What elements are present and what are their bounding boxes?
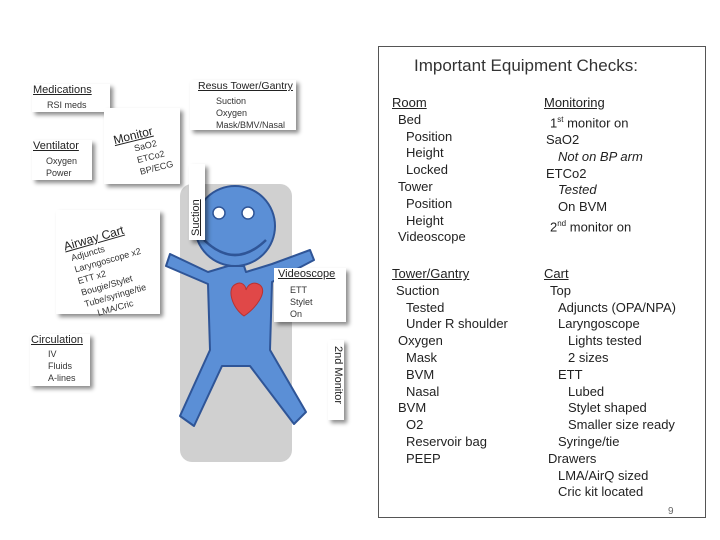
second-monitor-label: 2nd Monitor — [332, 346, 344, 405]
resus-item-suction: Suction — [216, 96, 247, 106]
cart-line: Smaller size ready — [568, 417, 675, 433]
medications-item: RSI meds — [47, 100, 87, 110]
tower-column: Tower/Gantry Suction Tested Under R shou… — [392, 266, 542, 468]
ventilator-item-oxygen: Oxygen — [46, 156, 78, 166]
cart-line: Drawers — [548, 450, 597, 466]
tower-line: Suction — [396, 282, 440, 298]
room-line: Position — [406, 128, 453, 144]
tower-line: Under R shoulder — [406, 316, 508, 332]
medications-box: Medications RSI meds — [32, 84, 110, 112]
ventilator-box: Ventilator Oxygen Power — [32, 140, 92, 180]
left-eye — [212, 206, 226, 220]
cart-column: Cart Top Adjuncts (OPA/NPA) Laryngoscope… — [544, 266, 704, 501]
room-line: Position — [406, 195, 453, 211]
tower-title: Tower/Gantry — [392, 266, 470, 281]
videoscope-box: Videoscope ETT Stylet On — [274, 268, 346, 322]
cart-line: LMA/AirQ sized — [558, 467, 649, 483]
monitoring-line: Tested — [558, 182, 597, 198]
page-title: Important Equipment Checks: — [414, 56, 638, 75]
resus-tower-title: Resus Tower/Gantry — [198, 80, 293, 92]
monitor-box: Monitor SaO2 ETCo2 BP/ECG — [104, 108, 180, 184]
cart-line: Stylet shaped — [568, 400, 647, 416]
circulation-item-alines: A-lines — [48, 373, 76, 383]
right-eye — [241, 206, 255, 220]
monitoring-title: Monitoring — [544, 95, 605, 110]
tower-line: BVM — [398, 400, 427, 416]
resus-tower-box: Resus Tower/Gantry Suction Oxygen Mask/B… — [190, 80, 296, 130]
room-line: Height — [406, 145, 444, 161]
suction-label: Suction — [190, 199, 202, 236]
cart-line: Lubed — [568, 383, 605, 399]
cart-line: Lights tested — [568, 333, 642, 349]
tower-line: Mask — [406, 349, 438, 365]
patient-body — [165, 249, 315, 427]
page-number: 9 — [668, 506, 674, 517]
videoscope-item-stylet: Stylet — [290, 297, 313, 307]
monitoring-line: 1st monitor on — [550, 114, 629, 131]
room-line: Bed — [398, 111, 422, 127]
cart-line: Laryngoscope — [558, 316, 640, 332]
ventilator-item-power: Power — [46, 168, 72, 178]
monitoring-line: ETCo2 — [546, 165, 587, 181]
cart-line: Top — [550, 282, 571, 298]
monitoring-line: SaO2 — [546, 131, 580, 147]
cart-line: Cric kit located — [558, 484, 644, 500]
room-line: Tower — [398, 178, 433, 194]
resus-item-mask: Mask/BMV/Nasal — [216, 120, 286, 130]
room-line: Videoscope — [398, 229, 466, 245]
room-title: Room — [392, 95, 427, 110]
videoscope-item-on: On — [290, 309, 303, 319]
cart-line: Syringe/tie — [558, 433, 620, 449]
resus-item-oxygen: Oxygen — [216, 108, 248, 118]
tower-line: Nasal — [406, 383, 440, 399]
tower-line: O2 — [406, 417, 424, 433]
tower-line: Reservoir bag — [406, 433, 487, 449]
room-column: Room Bed Position Height Locked Tower Po… — [392, 95, 532, 246]
circulation-item-fluids: Fluids — [48, 361, 73, 371]
monitoring-line: Not on BP arm — [558, 148, 643, 164]
cart-line: Adjuncts (OPA/NPA) — [558, 299, 676, 315]
heart-icon — [230, 282, 264, 317]
suction-strip — [189, 164, 205, 240]
monitoring-line: On BVM — [558, 199, 608, 215]
room-line: Height — [406, 212, 444, 228]
cart-line: ETT — [558, 366, 583, 382]
tower-line: Tested — [406, 299, 445, 315]
ventilator-title: Ventilator — [33, 140, 79, 152]
second-monitor-strip — [328, 340, 344, 420]
smile — [203, 239, 267, 257]
airway-cart-box: Airway Cart Adjuncts Laryngoscope x2 ETT… — [56, 210, 160, 318]
patient-figure — [165, 185, 315, 427]
medications-title: Medications — [33, 84, 92, 96]
cart-line: 2 sizes — [568, 349, 609, 365]
cart-title: Cart — [544, 266, 569, 281]
tower-line: Oxygen — [398, 333, 443, 349]
tower-line: PEEP — [406, 450, 441, 466]
videoscope-item-ett: ETT — [290, 285, 307, 295]
videoscope-title: Videoscope — [278, 268, 336, 280]
tower-line: BVM — [406, 366, 435, 382]
checks-panel — [378, 46, 706, 518]
circulation-item-iv: IV — [48, 349, 57, 359]
circulation-box: Circulation IV Fluids A-lines — [30, 334, 90, 386]
monitoring-column: Monitoring 1st monitor on SaO2 Not on BP… — [544, 95, 699, 236]
circulation-title: Circulation — [31, 334, 83, 346]
monitoring-line: 2nd monitor on — [550, 218, 632, 235]
room-line: Locked — [406, 162, 448, 178]
